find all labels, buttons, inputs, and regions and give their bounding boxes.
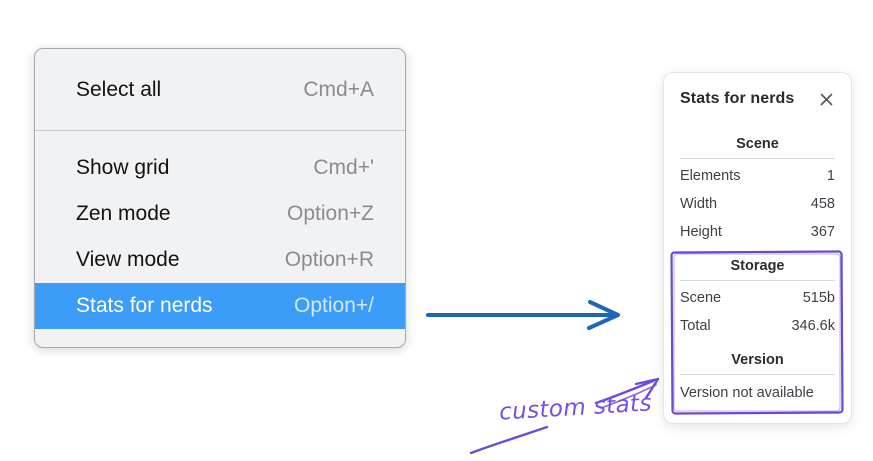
stat-row: Width 458 [680, 190, 835, 218]
stat-label: Total [680, 318, 711, 334]
menu-section-top: Select all Cmd+A [35, 49, 405, 130]
section-divider [680, 374, 835, 375]
stat-value: 515b [802, 290, 835, 306]
menu-item-label: Zen mode [76, 202, 171, 225]
annotation-custom-stats-label: custom stats [498, 390, 653, 426]
panel-title: Stats for nerds [680, 90, 795, 107]
menu-item-shortcut: Cmd+' [313, 156, 374, 179]
menu-item-label: View mode [76, 248, 180, 271]
section-title-storage: Storage [730, 258, 785, 274]
stat-label: Elements [680, 168, 741, 184]
menu-item-label: Stats for nerds [76, 294, 213, 317]
stat-row: Total 346.6k [680, 312, 835, 340]
stat-row: Height 367 [680, 218, 835, 246]
menu-item-shortcut: Cmd+A [303, 77, 374, 101]
section-divider [680, 158, 835, 159]
menu-item-label: Select all [76, 77, 162, 101]
menu-item-zen-mode[interactable]: Zen mode Option+Z [35, 191, 405, 237]
menu-item-show-grid[interactable]: Show grid Cmd+' [35, 145, 405, 191]
section-title-version: Version [731, 352, 784, 368]
stat-label: Scene [680, 290, 722, 306]
stat-row: Elements 1 [680, 162, 835, 190]
stat-row: Scene 515b [680, 284, 835, 312]
menu-item-view-mode[interactable]: View mode Option+R [35, 237, 405, 283]
section-title-scene: Scene [736, 136, 779, 152]
menu-item-stats-for-nerds[interactable]: Stats for nerds Option+/ [35, 283, 405, 329]
stat-value: 346.6k [791, 318, 835, 334]
context-menu: Select all Cmd+A Show grid Cmd+' Zen mod… [34, 48, 406, 348]
menu-item-select-all[interactable]: Select all Cmd+A [35, 68, 405, 111]
stat-label: Height [680, 224, 722, 240]
stats-panel-header: Stats for nerds [680, 86, 835, 112]
menu-divider [35, 130, 405, 131]
stat-value: 1 [826, 168, 835, 184]
stat-value: 458 [810, 196, 835, 212]
stat-value: 367 [810, 224, 835, 240]
menu-item-shortcut: Option+/ [294, 294, 374, 317]
close-icon[interactable] [817, 90, 835, 108]
section-divider [680, 280, 835, 281]
stat-label: Width [680, 196, 718, 212]
stats-panel: Stats for nerds Scene Elements 1 Width 4… [663, 72, 852, 424]
version-note: Version not available [680, 384, 814, 401]
menu-item-label: Show grid [76, 156, 170, 179]
menu-item-shortcut: Option+R [284, 248, 374, 271]
menu-section-bottom: Show grid Cmd+' Zen mode Option+Z View m… [35, 131, 405, 344]
annotation-arrow-icon [469, 377, 660, 455]
menu-item-shortcut: Option+Z [287, 202, 374, 225]
flow-arrow-icon [426, 300, 620, 330]
